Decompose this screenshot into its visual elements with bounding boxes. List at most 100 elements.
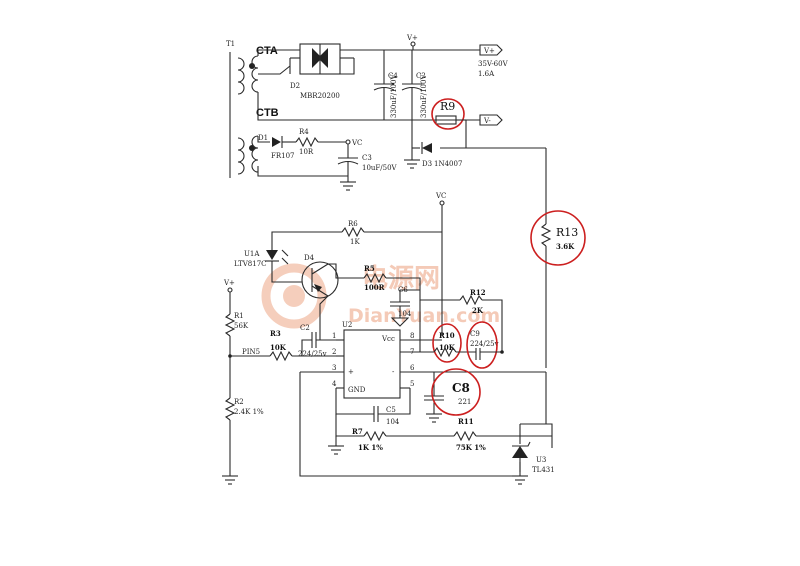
watermark-cn: 电源网: [362, 264, 440, 294]
vplus-tag: [479, 44, 503, 56]
label-pin1: 1: [332, 332, 336, 340]
label-r6: R6: [348, 220, 358, 228]
label-current: 1.6A: [478, 70, 495, 78]
label-c8: C8: [452, 381, 470, 395]
label-r4: R4: [299, 128, 309, 136]
label-pin4: 4: [332, 380, 337, 388]
resistor-r2: R2 2.4K 1%: [222, 397, 264, 485]
resistor-r1: R1 56K: [224, 312, 249, 398]
label-r2-value: 2.4K 1%: [234, 408, 264, 416]
label-r6-value: 1K: [350, 238, 360, 246]
label-plus-3: +: [348, 368, 354, 376]
label-r1-value: 56K: [234, 322, 249, 330]
label-c5: C5: [386, 406, 396, 414]
label-r13: R13: [556, 226, 578, 239]
label-minus-6: -: [392, 368, 395, 376]
optocoupler-u1a: U1A LTV817C: [234, 249, 302, 283]
label-r3-value: 10K: [270, 343, 287, 352]
label-vc-top: VC: [351, 139, 362, 147]
label-r7: R7: [352, 427, 363, 436]
label-u1a: U1A: [244, 250, 260, 258]
resistor-r7: R7 1K 1%: [328, 414, 454, 455]
label-c2-top: C2: [416, 72, 426, 80]
cap-c8: C8 221: [424, 368, 481, 423]
label-r7-value: 1K 1%: [358, 443, 383, 452]
label-pin5: PIN5: [242, 348, 260, 356]
label-pin6: 6: [410, 364, 415, 372]
label-c3: C3: [362, 154, 372, 162]
cap-c5: C5 104: [335, 388, 411, 426]
label-vrange: 35V-60V: [478, 60, 509, 68]
highlight-c9: [466, 321, 498, 369]
label-r1: R1: [234, 312, 244, 320]
label-u3-part: TL431: [532, 466, 555, 474]
highlight-r13: [530, 210, 586, 266]
label-c2-value: 224/25v: [298, 350, 327, 358]
resistor-r12: R12 2K: [419, 288, 503, 352]
regulator-u3: U3 TL431: [512, 372, 555, 485]
label-t1: T1: [226, 40, 235, 48]
cap-c6: C6 104: [390, 286, 420, 327]
label-cta: CTA: [256, 45, 278, 57]
label-c2: C2: [300, 324, 310, 332]
cap-c4: C4 330uF/100V: [373, 50, 398, 120]
label-c3-value: 10uF/50V: [362, 164, 398, 172]
label-r3: R3: [270, 329, 281, 338]
cap-c2-top: C2 330uF/100V: [401, 50, 428, 120]
label-d1-part: FR107: [271, 152, 295, 160]
watermark-en: DianYuan.com: [348, 305, 500, 327]
label-c4: C4: [388, 72, 398, 80]
label-r5: R5: [364, 264, 375, 273]
label-ctb: CTB: [256, 107, 279, 119]
diode-d3: D3 1N4007: [404, 120, 546, 169]
label-r12: R12: [470, 288, 486, 297]
cap-c3: C3 10uF/50V: [257, 144, 398, 191]
label-d1: D1: [258, 134, 268, 142]
label-gnd: GND: [348, 386, 366, 394]
label-d2: D2: [290, 82, 300, 90]
label-pin5-ic: 5: [410, 380, 414, 388]
label-r9: R9: [440, 100, 455, 113]
label-r12-value: 2K: [472, 306, 484, 315]
label-u2: U2: [342, 321, 352, 329]
label-r11-value: 75K 1%: [456, 443, 486, 452]
label-u1-part: LTV817C: [234, 260, 267, 268]
label-pin3: 3: [332, 364, 336, 372]
label-c2-top-value: 330uF/100V: [420, 74, 428, 118]
label-c6-value: 104: [398, 310, 412, 318]
label-vplus-tag: V+: [483, 47, 495, 55]
label-c9-value: 224/25v: [470, 340, 499, 348]
label-mbr20200: MBR20200: [300, 92, 340, 100]
resistor-r10: R10 10K: [432, 323, 476, 363]
label-pin7: 7: [410, 348, 414, 356]
label-pin8: 8: [410, 332, 414, 340]
label-r11: R11: [458, 417, 474, 426]
label-c9: C9: [470, 330, 480, 338]
resistor-r13: R13 3.6K: [530, 148, 586, 368]
transformer-t1: T1: [226, 40, 259, 178]
highlight-r9: [431, 98, 465, 130]
resistor-r5: R5 100R: [363, 264, 432, 301]
label-r10: R10: [439, 331, 455, 340]
resistor-r4: R4 10R VC: [295, 128, 362, 156]
label-u3: U3: [536, 456, 546, 464]
label-c5-value: 104: [386, 418, 400, 426]
watermark: 电源网 DianYuan.com: [261, 263, 500, 329]
label-c4-value: 330uF/100V: [390, 74, 398, 118]
label-r4-value: 10R: [299, 148, 314, 156]
cap-c2: C2 224/25v: [298, 324, 336, 358]
label-d4: D4: [304, 254, 315, 262]
resistor-r6: R6 1K: [271, 220, 442, 250]
transistor-d4: D4: [301, 254, 364, 340]
ic-u2: U2 Vcc GND + - 1 2 3 4 5 6 7 8: [300, 321, 442, 399]
diode-d1: D1 FR107: [257, 134, 296, 160]
label-r5-value: 100R: [364, 283, 385, 292]
highlight-c8: [431, 368, 481, 416]
label-vc-mid: VC: [435, 192, 446, 200]
label-r13-value: 3.6K: [556, 242, 575, 251]
label-r2: R2: [234, 398, 244, 406]
cap-c9: C9 224/25v: [466, 321, 502, 369]
vminus-tag: [479, 114, 503, 126]
highlight-r10: [432, 323, 462, 363]
